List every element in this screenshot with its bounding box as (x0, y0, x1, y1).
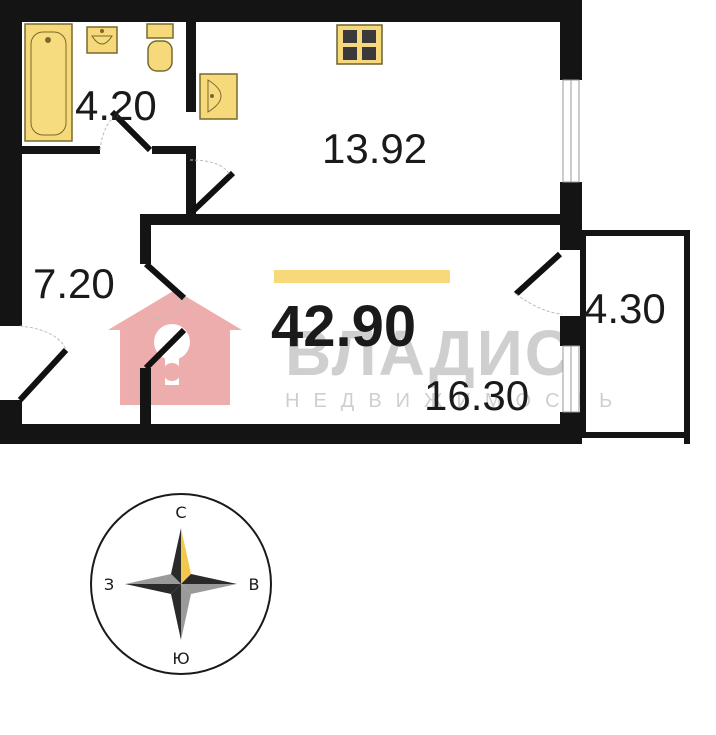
walls (0, 0, 690, 444)
sink-icon (86, 26, 118, 54)
balcony-area-label: 4.30 (584, 285, 666, 332)
living-area-label: 16.30 (424, 372, 529, 419)
balcony-door (513, 251, 563, 315)
bathroom-door (99, 109, 153, 153)
doors (17, 109, 563, 403)
windows (562, 79, 580, 413)
compass-east-label: В (249, 575, 260, 594)
total-area-accent-bar (274, 270, 450, 283)
living-door-lower (143, 327, 187, 371)
hall-area-label: 7.20 (33, 260, 115, 307)
kitchen-sink-icon (199, 73, 238, 120)
living-door-upper (143, 261, 187, 321)
room-labels: 42.90 4.20 13.92 7.20 16.30 4.30 (33, 82, 666, 419)
balcony-opening (563, 250, 579, 316)
compass-south-label: Ю (172, 649, 189, 668)
house-key-icon (108, 290, 242, 405)
compass-west-label: З (104, 575, 114, 594)
toilet-icon (146, 23, 174, 72)
entrance-door (17, 325, 69, 403)
compass-north-label: С (175, 503, 186, 522)
watermark-tagline: НЕДВИЖИМОСТЬ (285, 390, 626, 412)
stove-icon (336, 24, 383, 65)
kitchen-area-label: 13.92 (322, 125, 427, 172)
compass: С Ю В З (90, 493, 272, 675)
bathroom-fixtures (24, 23, 174, 142)
kitchen-fixtures (199, 24, 383, 120)
bathroom-area-label: 4.20 (75, 82, 157, 129)
compass-star-icon (125, 528, 237, 640)
bathtub-icon (24, 23, 73, 142)
watermark-brand: ВЛАДИС (285, 317, 573, 389)
kitchen-door (189, 159, 236, 215)
total-area-label: 42.90 (271, 294, 416, 359)
